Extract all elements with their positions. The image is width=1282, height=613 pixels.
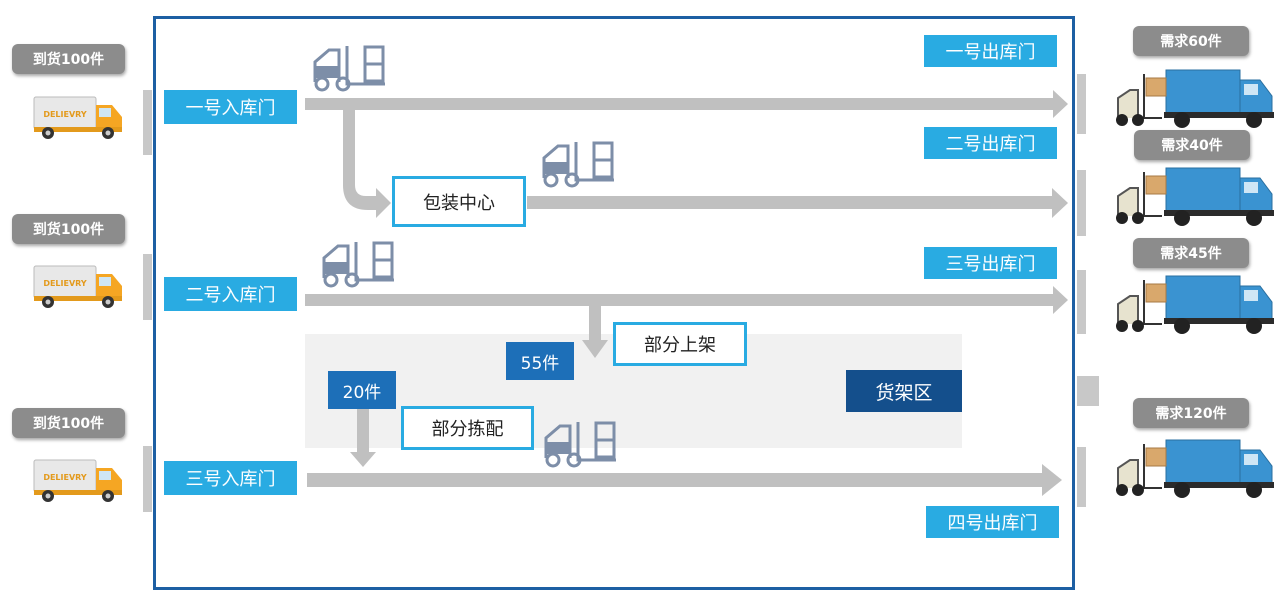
flow-arrowhead	[376, 188, 391, 218]
inbound-door-wall	[143, 254, 152, 320]
outbound-door-wall	[1077, 74, 1086, 134]
outbound-gate-1: 一号出库门	[924, 35, 1057, 67]
arrival-badge: 到货100件	[12, 214, 125, 244]
delivery-truck-icon: DELIEVRY	[33, 96, 122, 139]
outbound-door-wall	[1077, 376, 1099, 406]
flow-arrowhead	[582, 340, 608, 358]
loading-truck-icon	[1116, 275, 1274, 334]
flow-arrow-to-shelving	[589, 306, 601, 342]
inbound-door-wall	[143, 446, 152, 512]
flow-arrow-gate2	[305, 294, 1055, 306]
arrival-badge: 到货100件	[12, 408, 125, 438]
inbound-door-wall	[143, 90, 152, 155]
flow-arrowhead	[1042, 464, 1062, 496]
demand-badge: 需求45件	[1133, 238, 1249, 268]
flow-arrow-gate1	[305, 98, 1055, 110]
forklift-icon	[544, 421, 616, 468]
demand-badge: 需求120件	[1133, 398, 1249, 428]
outbound-door-wall	[1077, 447, 1086, 507]
inbound-gate-2: 二号入库门	[164, 277, 297, 311]
flow-arrowhead	[1053, 286, 1068, 314]
partial-picking-label: 部分拣配	[401, 406, 534, 450]
outbound-door-wall	[1077, 270, 1086, 334]
outbound-gate-4: 四号出库门	[926, 506, 1059, 538]
partial-shelving-label: 部分上架	[613, 322, 747, 366]
qty-shelved-badge: 55件	[506, 342, 574, 380]
inbound-gate-3: 三号入库门	[164, 461, 297, 495]
svg-text:DELIEVRY: DELIEVRY	[43, 473, 87, 482]
loading-truck-icon	[1116, 69, 1274, 128]
forklift-icon	[542, 141, 614, 188]
flow-arrowhead	[350, 452, 376, 467]
outbound-gate-3: 三号出库门	[924, 247, 1057, 279]
delivery-truck-icon: DELIEVRY	[33, 459, 122, 502]
arrival-badge: 到货100件	[12, 44, 125, 74]
loading-truck-icon	[1116, 167, 1274, 226]
packaging-center: 包装中心	[392, 176, 526, 227]
warehouse-boundary	[153, 16, 1075, 590]
forklift-icon	[322, 241, 394, 288]
demand-badge: 需求60件	[1133, 26, 1249, 56]
outbound-door-wall	[1077, 170, 1086, 236]
forklift-icon	[313, 45, 385, 92]
svg-text:DELIEVRY: DELIEVRY	[43, 279, 87, 288]
svg-text:DELIEVRY: DELIEVRY	[43, 110, 87, 119]
demand-badge: 需求40件	[1134, 130, 1250, 160]
flow-branch-to-packaging	[343, 110, 378, 210]
outbound-gate-2: 二号出库门	[924, 127, 1057, 159]
flow-arrowhead	[1052, 188, 1068, 218]
flow-arrow-from-picking	[357, 409, 369, 454]
shelf-zone-label: 货架区	[846, 370, 962, 412]
flow-arrowhead	[1053, 90, 1068, 118]
flow-arrow-gate3	[307, 473, 1044, 487]
delivery-truck-icon: DELIEVRY	[33, 265, 122, 308]
qty-picked-badge: 20件	[328, 371, 396, 409]
flow-arrow-packaging	[527, 196, 1054, 209]
loading-truck-icon	[1116, 439, 1274, 498]
inbound-gate-1: 一号入库门	[164, 90, 297, 124]
